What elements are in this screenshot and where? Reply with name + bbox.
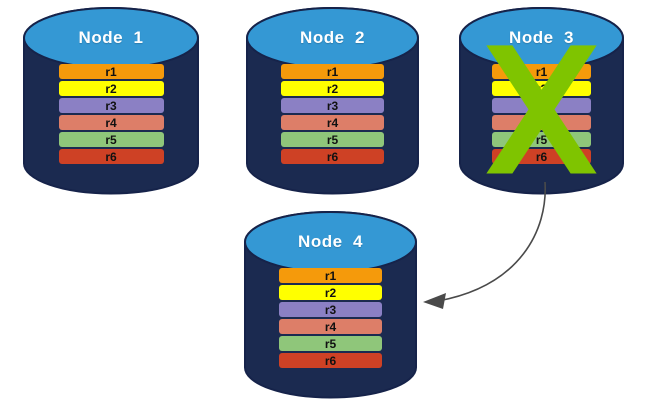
record-bar-r6[interactable]: r6 [58,149,164,164]
record-bar-r5[interactable]: r5 [492,132,591,147]
cylinder-top-ellipse [246,7,419,69]
record-bar-r2[interactable]: r2 [281,81,384,96]
record-bar-r4[interactable]: r4 [58,115,164,130]
record-bar-r6[interactable]: r6 [279,353,382,368]
arrow-head-icon [423,293,446,309]
record-bar-r1[interactable]: r1 [58,64,164,79]
record-bar-r5[interactable]: r5 [279,336,382,351]
record-bar-r2[interactable]: r2 [492,81,591,96]
record-bar-r3[interactable]: r3 [281,98,384,113]
record-bar-r1[interactable]: r1 [279,268,382,283]
record-bar-r5[interactable]: r5 [58,132,164,147]
record-bar-r6[interactable]: r6 [492,149,591,164]
record-bar-r1[interactable]: r1 [281,64,384,79]
record-bar-r4[interactable]: r4 [492,115,591,130]
record-bar-r5[interactable]: r5 [281,132,384,147]
record-bar-r2[interactable]: r2 [58,81,164,96]
record-bar-r2[interactable]: r2 [279,285,382,300]
record-bar-r4[interactable]: r4 [279,319,382,334]
cylinder-top-ellipse [23,7,199,69]
arrow-line [437,181,546,302]
record-list: r1 r2 r3 r4 r5 r6 [243,268,418,368]
record-list: r1 r2 r3 r4 r5 r6 [22,64,200,164]
record-bar-r3[interactable]: r3 [58,98,164,113]
record-list: r1 r2 r3 r4 r5 r6 [458,64,625,164]
record-bar-r1[interactable]: r1 [492,64,591,79]
record-bar-r4[interactable]: r4 [281,115,384,130]
record-bar-r3[interactable]: r3 [492,98,591,113]
record-list: r1 r2 r3 r4 r5 r6 [245,64,420,164]
cylinder-top-ellipse [459,7,624,69]
record-bar-r6[interactable]: r6 [281,149,384,164]
cylinder-top-ellipse [244,211,417,273]
record-bar-r3[interactable]: r3 [279,302,382,317]
